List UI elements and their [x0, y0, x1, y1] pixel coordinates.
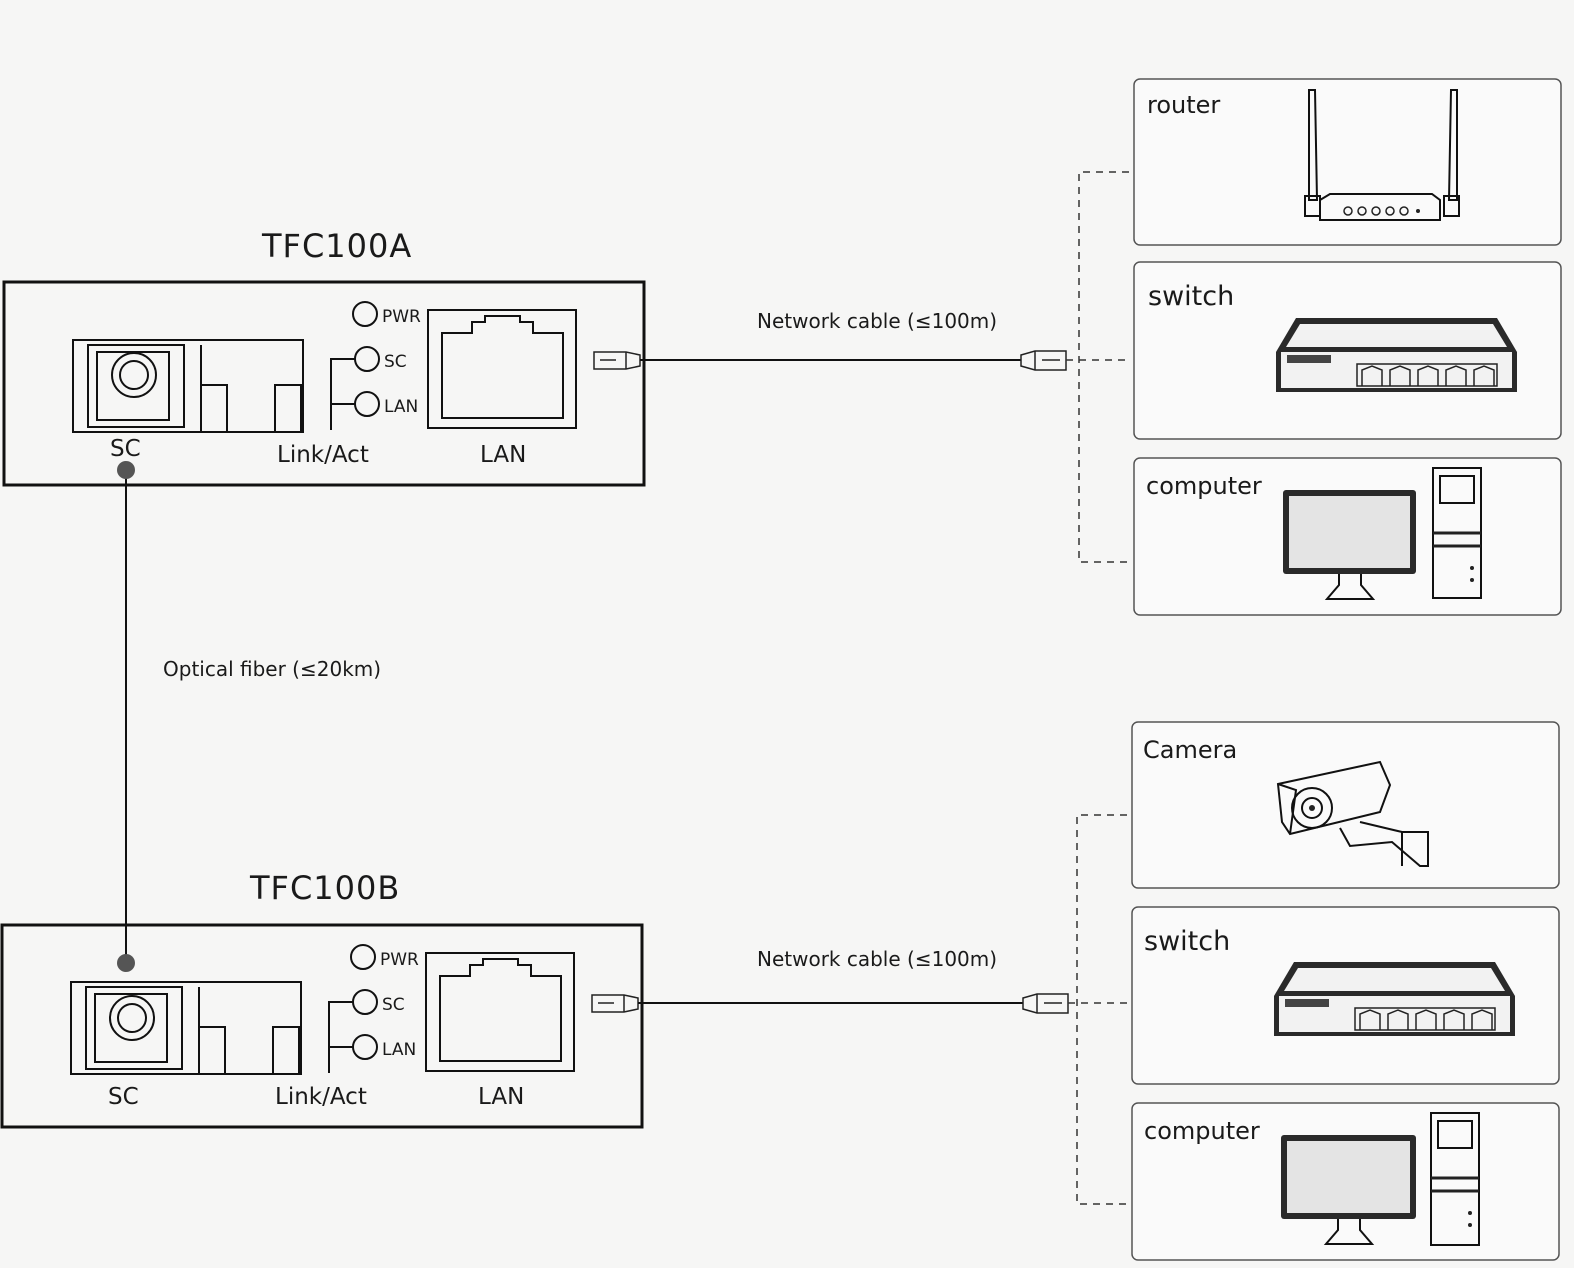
device-label: computer: [1146, 472, 1262, 500]
computer-icon: [1281, 1112, 1480, 1246]
computer-icon: [1283, 467, 1482, 600]
switch-icon: [1276, 318, 1517, 392]
pwr-led-icon: [350, 944, 376, 970]
network-cable-a-label: Network cable (≤100m): [757, 309, 997, 333]
device-card-switch: switch: [1133, 261, 1562, 440]
rj45-plug-icon: [1022, 993, 1069, 1014]
optical-fiber-label: Optical fiber (≤20km): [163, 657, 381, 681]
led-group: [330, 301, 380, 430]
lan-led-label: LAN: [384, 397, 418, 417]
device-card-computer: computer: [1131, 1102, 1560, 1261]
lan-port-icon: [427, 309, 577, 429]
camera-icon: [1276, 760, 1429, 867]
device-label: router: [1147, 91, 1220, 119]
lan-led-icon: [352, 1034, 378, 1060]
converter-b-chassis: [0, 923, 644, 1129]
lan-port-label: LAN: [478, 1084, 524, 1110]
link-act-label: Link/Act: [277, 442, 369, 468]
fiber-connector-icon: [117, 954, 135, 972]
router-icon: [1304, 89, 1460, 221]
device-label: computer: [1144, 1117, 1260, 1145]
device-label: Camera: [1143, 736, 1237, 764]
sc-port-label: SC: [108, 1084, 139, 1110]
lan-port-icon: [425, 952, 575, 1072]
device-card-computer: computer: [1133, 457, 1562, 616]
lan-port-label: LAN: [480, 442, 526, 468]
led-group: [328, 944, 378, 1073]
rj45-plug-icon: [591, 994, 639, 1013]
device-card-camera: Camera: [1131, 721, 1560, 889]
switch-icon: [1274, 962, 1515, 1036]
sc-port-icon: [72, 339, 304, 433]
device-card-router: router: [1133, 78, 1562, 246]
device-label: switch: [1148, 281, 1234, 312]
sc-port-label: SC: [110, 436, 141, 462]
optical-fiber-link: Optical fiber (≤20km): [117, 461, 381, 972]
converter-b-title: TFC100B: [249, 869, 400, 907]
lan-led-label: LAN: [382, 1040, 416, 1060]
sc-led-label: SC: [382, 995, 405, 1015]
network-cable-b: Network cable (≤100m): [638, 814, 1127, 1205]
fiber-connector-icon: [117, 461, 135, 479]
pwr-led-icon: [352, 301, 378, 327]
device-label: switch: [1144, 926, 1230, 957]
pwr-led-label: PWR: [382, 307, 421, 327]
converter-a: TFC100A SC Link/Act PWR SC LAN LAN: [2, 227, 646, 487]
pwr-led-label: PWR: [380, 950, 419, 970]
network-cable-a: Network cable (≤100m): [640, 171, 1129, 563]
network-cable-b-label: Network cable (≤100m): [757, 947, 997, 971]
converter-a-title: TFC100A: [261, 227, 412, 265]
converter-a-chassis: [2, 280, 646, 487]
sc-port-icon: [70, 981, 302, 1075]
rj45-plug-icon: [1020, 350, 1067, 371]
converter-b: TFC100B SC Link/Act PWR SC LAN LAN: [0, 869, 644, 1129]
sc-led-icon: [352, 989, 378, 1015]
rj45-plug-icon: [593, 351, 641, 370]
device-card-switch: switch: [1131, 906, 1560, 1085]
link-act-label: Link/Act: [275, 1084, 367, 1110]
sc-led-label: SC: [384, 352, 407, 372]
lan-led-icon: [354, 391, 380, 417]
sc-led-icon: [354, 346, 380, 372]
